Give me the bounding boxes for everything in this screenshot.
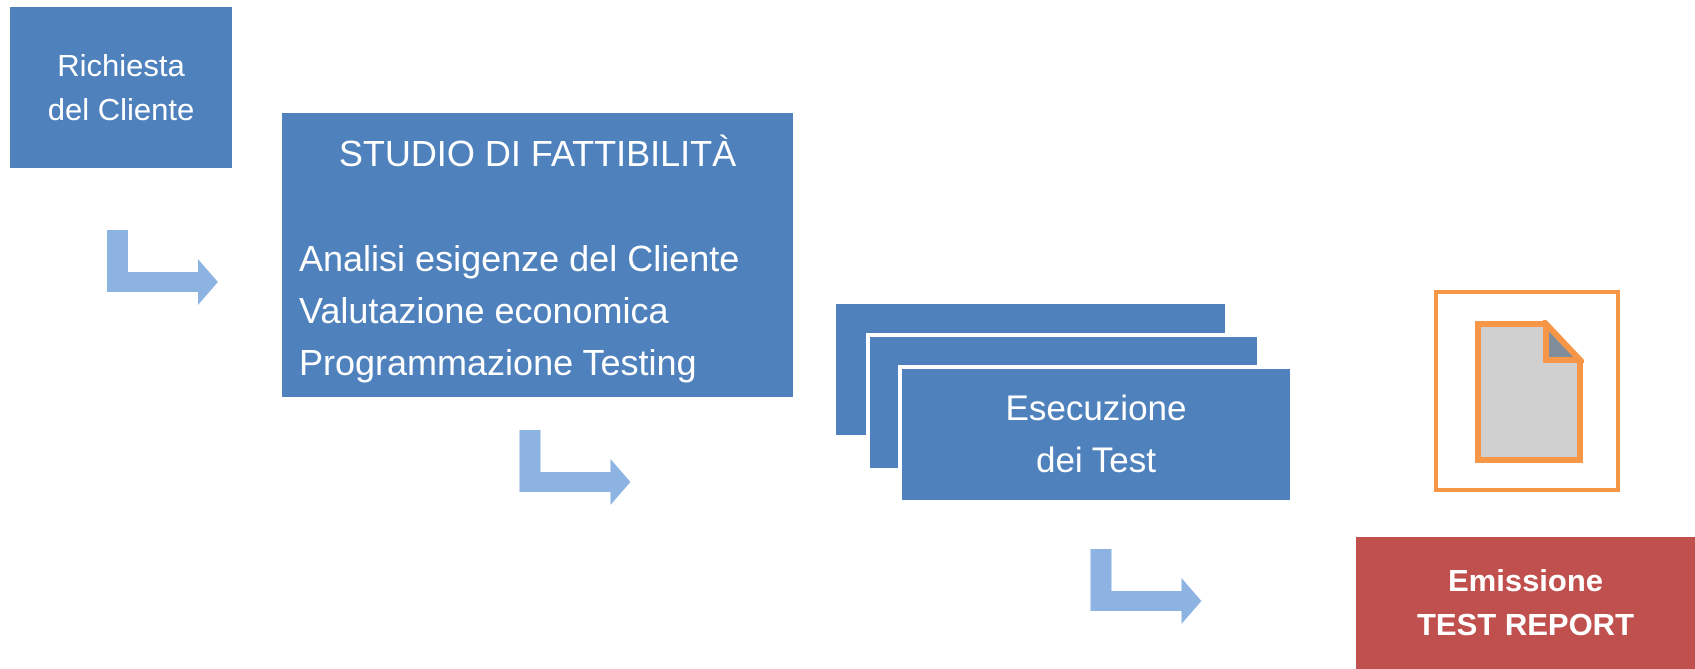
bent-arrow-icon: [1090, 549, 1202, 624]
bent-arrow-icon: [519, 430, 631, 505]
test-execution-box: Esecuzione dei Test: [898, 365, 1294, 504]
test-execution-line1: Esecuzione: [1005, 388, 1187, 428]
client-request-line2: del Cliente: [47, 91, 195, 127]
document-icon: [1475, 320, 1584, 463]
feasibility-study-list: Analisi esigenze del Cliente Valutazione…: [299, 233, 739, 389]
client-request-line1: Richiesta: [57, 47, 185, 83]
test-report-line2: TEST REPORT: [1416, 607, 1634, 642]
feasibility-study-title: STUDIO DI FATTIBILITÀ: [338, 133, 737, 174]
test-execution-line2: dei Test: [1036, 440, 1156, 480]
feasibility-item: Analisi esigenze del Cliente: [299, 238, 740, 279]
bent-arrow-icon: [107, 230, 218, 305]
client-request-box: Richiesta del Cliente: [10, 7, 232, 168]
test-report-box: Emissione TEST REPORT: [1356, 537, 1695, 669]
feasibility-item: Programmazione Testing: [299, 342, 697, 383]
test-report-line1: Emissione: [1447, 563, 1604, 598]
feasibility-study-box: STUDIO DI FATTIBILITÀ Analisi esigenze d…: [282, 113, 793, 397]
feasibility-item: Valutazione economica: [299, 290, 669, 331]
document-frame: [1434, 290, 1620, 492]
